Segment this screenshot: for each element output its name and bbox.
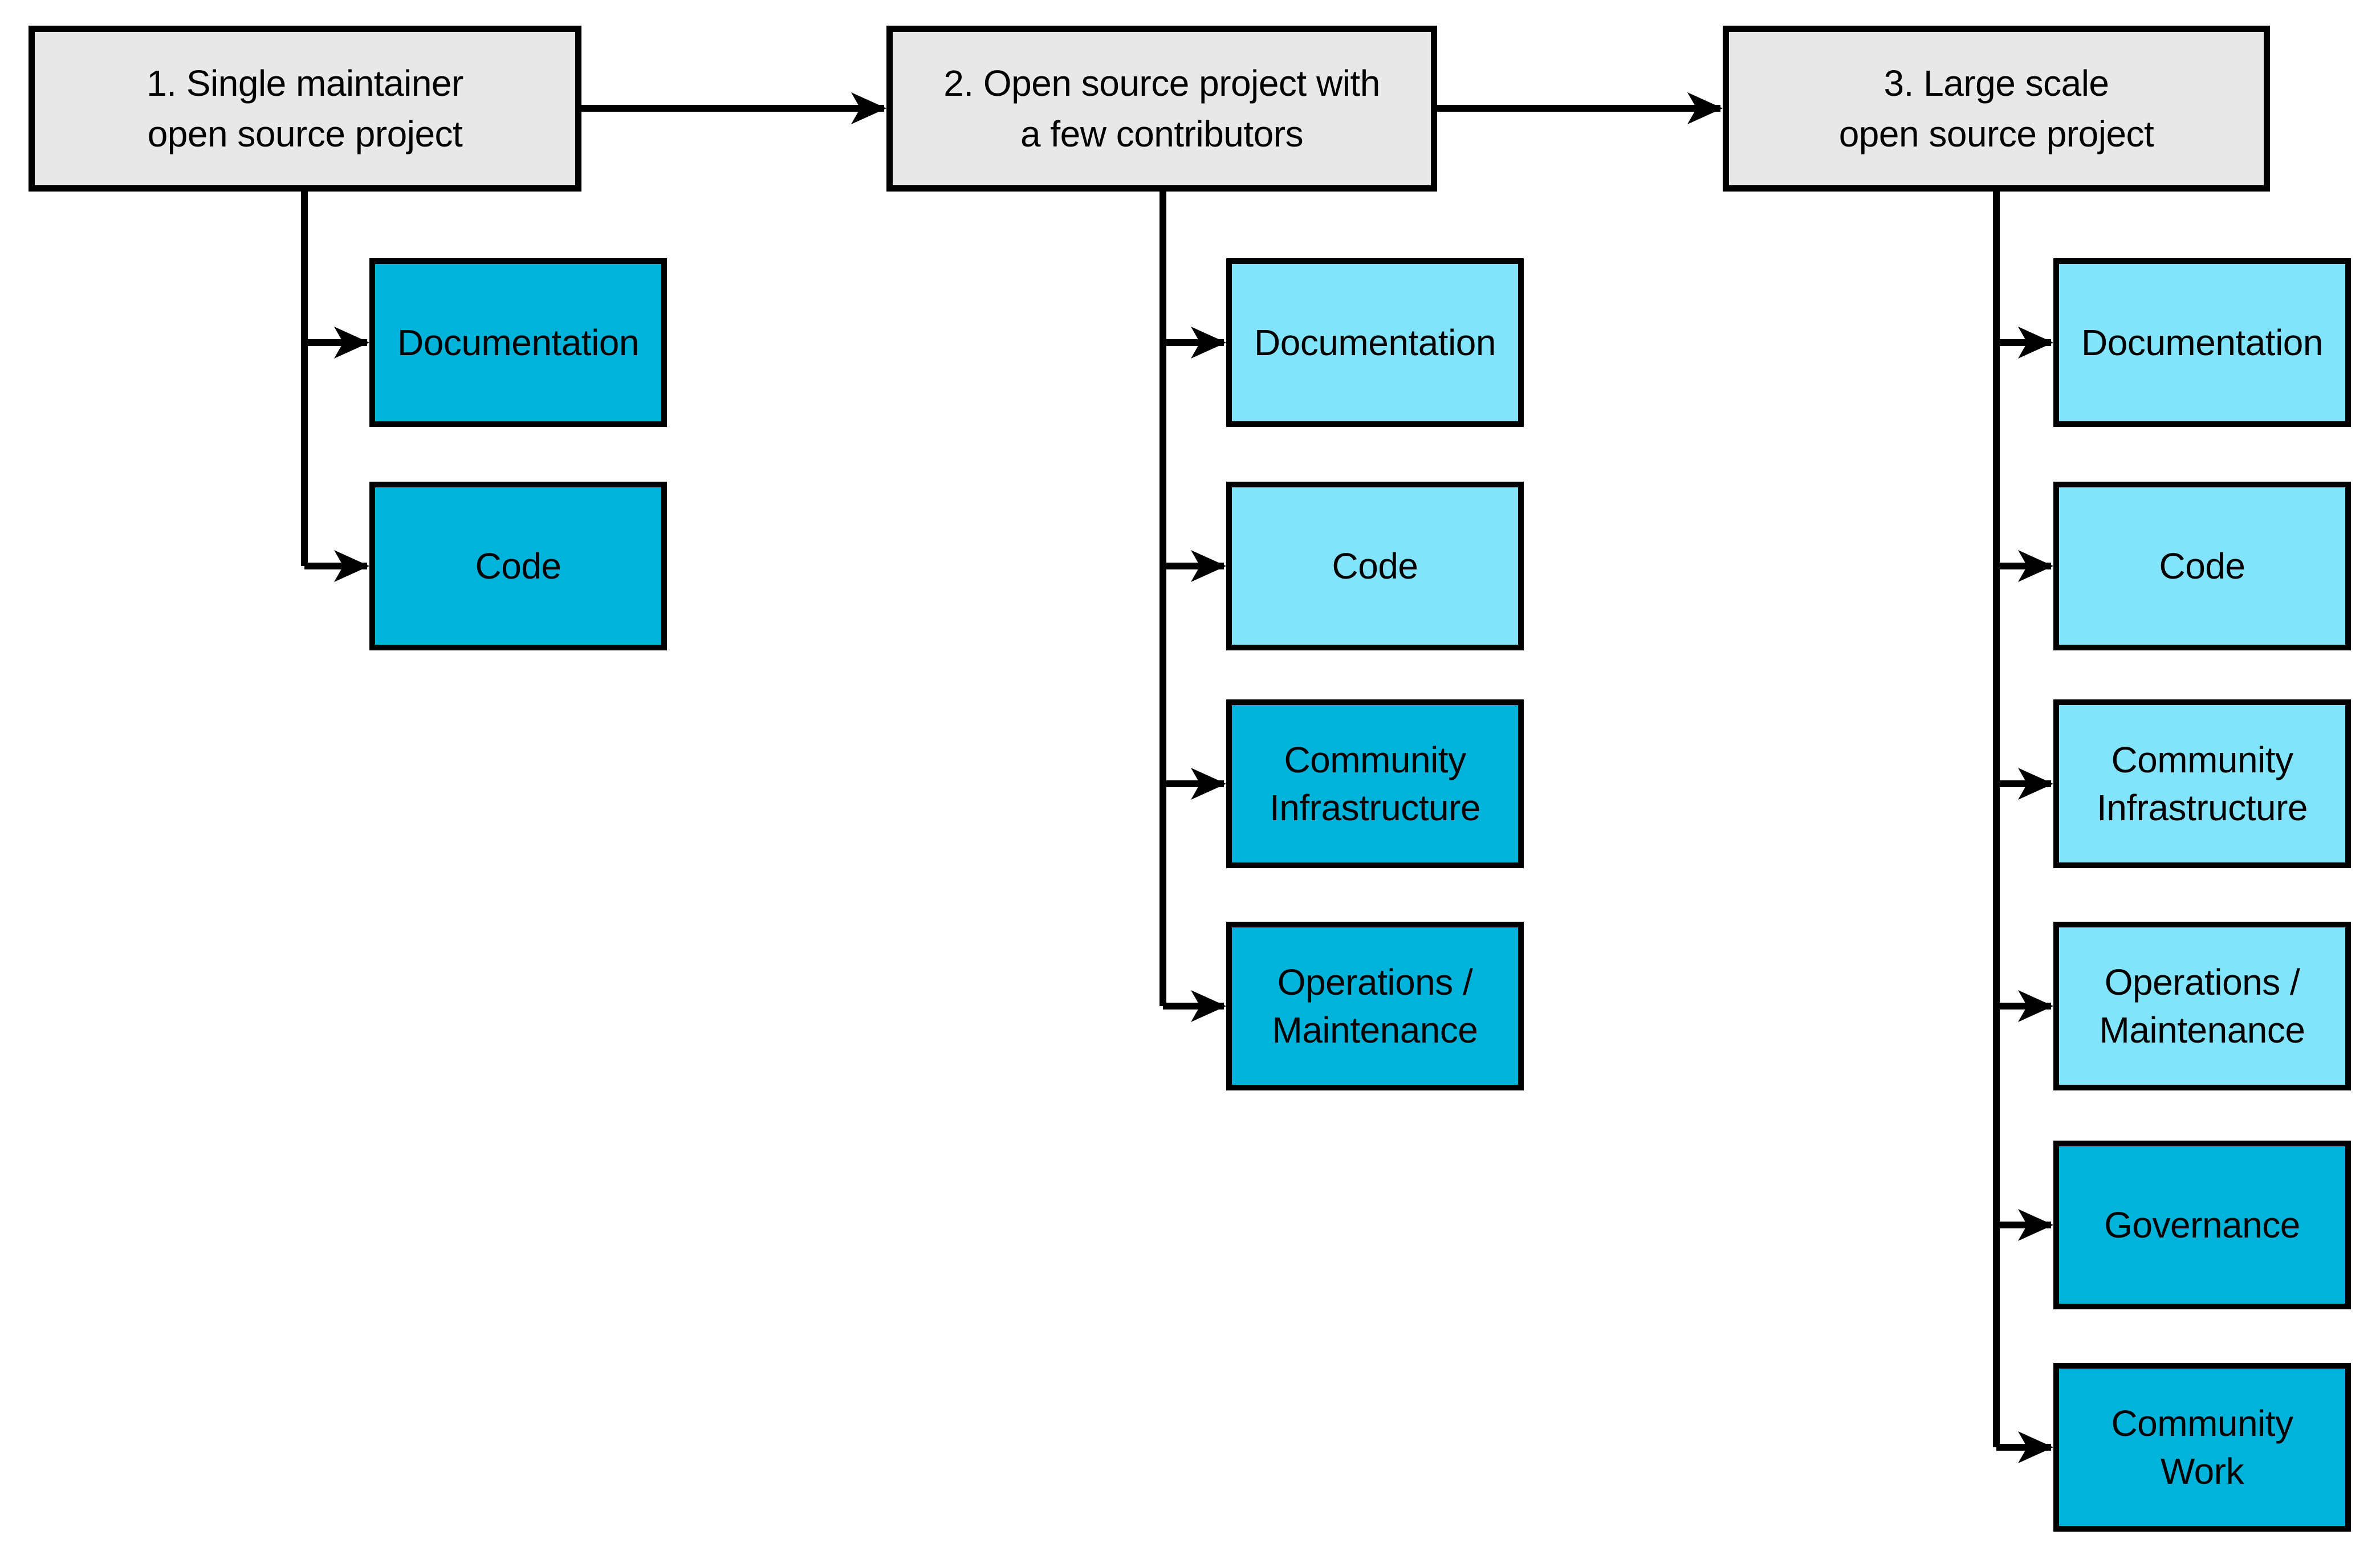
stage-1-title: 1. Single maintainer open source project: [147, 63, 463, 154]
stage-2-box: 2. Open source project with a few contri…: [886, 26, 1437, 192]
item-label: Community Infrastructure: [1269, 739, 1481, 828]
stage-1-box: 1. Single maintainer open source project: [29, 26, 581, 192]
stage-2-item-operations-maintenance: Operations / Maintenance: [1226, 922, 1524, 1090]
stage-3-item-community-infrastructure: Community Infrastructure: [2053, 699, 2351, 868]
stage-3-item-governance: Governance: [2053, 1141, 2351, 1309]
stage-3-item-code: Code: [2053, 482, 2351, 650]
item-label: Community Work: [2111, 1402, 2293, 1492]
item-label: Operations / Maintenance: [1272, 961, 1478, 1051]
stage-2-item-documentation: Documentation: [1226, 258, 1524, 427]
stage-1-item-documentation: Documentation: [369, 258, 667, 427]
stage-3-item-operations-maintenance: Operations / Maintenance: [2053, 922, 2351, 1090]
item-label: Governance: [2104, 1204, 2300, 1245]
stage-3-item-community-work: Community Work: [2053, 1363, 2351, 1532]
item-label: Documentation: [1254, 321, 1496, 363]
stage-2-item-code: Code: [1226, 482, 1524, 650]
stage-2-item-community-infrastructure: Community Infrastructure: [1226, 699, 1524, 868]
item-label: Code: [475, 545, 562, 587]
item-label: Operations / Maintenance: [2099, 961, 2305, 1051]
stage-3-title: 3. Large scale open source project: [1838, 63, 2154, 154]
item-label: Community Infrastructure: [2096, 739, 2308, 828]
item-label: Code: [1332, 545, 1419, 587]
stage-3-item-documentation: Documentation: [2053, 258, 2351, 427]
item-label: Documentation: [2081, 321, 2323, 363]
item-label: Code: [2159, 545, 2246, 587]
item-label: Documentation: [397, 321, 639, 363]
stage-3-box: 3. Large scale open source project: [1723, 26, 2270, 192]
stage-1-item-code: Code: [369, 482, 667, 650]
stage-2-title: 2. Open source project with a few contri…: [943, 63, 1380, 154]
